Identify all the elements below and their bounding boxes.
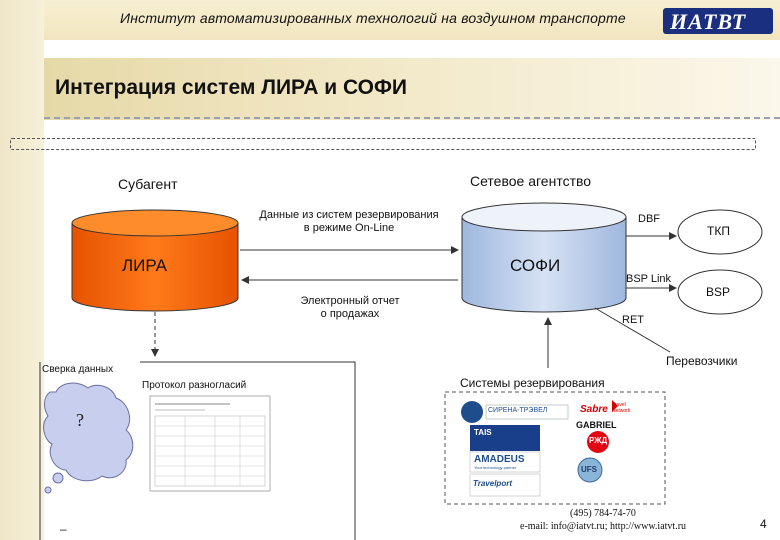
travelport-logo-text: Travelport: [473, 479, 512, 488]
page-number: 4: [760, 517, 767, 531]
protocol-document-thumbnail: [149, 395, 271, 492]
ufs-logo: [577, 457, 603, 483]
amadeus-tag-text: Your technology partner: [474, 465, 517, 470]
sirena-travel-logo: [461, 401, 569, 423]
bsp-oval: [677, 269, 763, 315]
travelport-logo: [469, 473, 541, 497]
sales-report-label: Электронный отчет о продажах: [300, 295, 400, 320]
left-decor-strip: [0, 0, 44, 540]
title-underline: [44, 117, 780, 119]
dbf-label: DBF: [638, 213, 660, 225]
discrepancy-protocol-label: Протокол разногласий: [142, 380, 247, 391]
data-reconciliation-label: Сверка данных: [42, 364, 114, 375]
page-title: Интеграция систем ЛИРА и СОФИ: [55, 76, 407, 99]
footer-dash: –: [60, 522, 67, 536]
ufs-logo-text: UFS: [581, 465, 597, 474]
bsp-link-label: BSP Link: [626, 273, 672, 285]
amadeus-logo-text: AMADEUS: [474, 454, 525, 465]
tkp-oval: [677, 209, 763, 255]
ret-line: [594, 307, 671, 353]
rzd-logo-text: РЖД: [589, 436, 608, 445]
sabre-tag-text: Travel Network: [612, 402, 631, 414]
gabriel-logo-text: GABRIEL: [576, 420, 617, 430]
online-data-label: Данные из систем резервирования в режиме…: [259, 209, 439, 234]
sofi-label: СОФИ: [510, 256, 561, 275]
title-band: [44, 58, 780, 120]
ret-label: RET: [622, 314, 644, 326]
header-institute-text: Институт автоматизированных технологий н…: [120, 10, 626, 26]
subagent-label: Субагент: [118, 176, 178, 192]
reconciliation-bubble: [43, 382, 134, 494]
tais-logo: [470, 425, 540, 451]
section-divider: [10, 138, 756, 150]
reservation-systems-box: [444, 391, 666, 505]
tkp-label: ТКП: [707, 224, 730, 238]
sofi-cylinder: [461, 202, 627, 313]
reservation-systems-label: Системы резервирования: [460, 376, 605, 390]
footer-contacts: e-mail: info@iatvt.ru; http://www.iatvt.…: [520, 521, 687, 532]
network-agency-label: Сетевое агентство: [470, 173, 592, 189]
bsp-label: BSP: [706, 285, 731, 299]
sabre-logo-text: Sabre: [580, 404, 608, 415]
sabre-logo: [578, 400, 618, 416]
carriers-label: Перевозчики: [666, 354, 738, 368]
institute-logo-text: ИАТВТ: [670, 9, 747, 34]
lira-cylinder: [71, 209, 239, 312]
footer-phone: (495) 784-74-70: [570, 508, 636, 519]
institute-logo: [663, 8, 773, 34]
header-bar: [44, 0, 780, 40]
reconciliation-bracket: [140, 361, 356, 540]
lira-label: ЛИРА: [122, 256, 167, 275]
rzd-logo: [587, 431, 609, 453]
sirena-logo-text: СИРЕНА-ТРЭВЕЛ: [488, 407, 548, 414]
question-mark: ?: [76, 410, 84, 430]
amadeus-logo: [469, 451, 541, 473]
tais-logo-text: TAIS: [474, 428, 492, 437]
